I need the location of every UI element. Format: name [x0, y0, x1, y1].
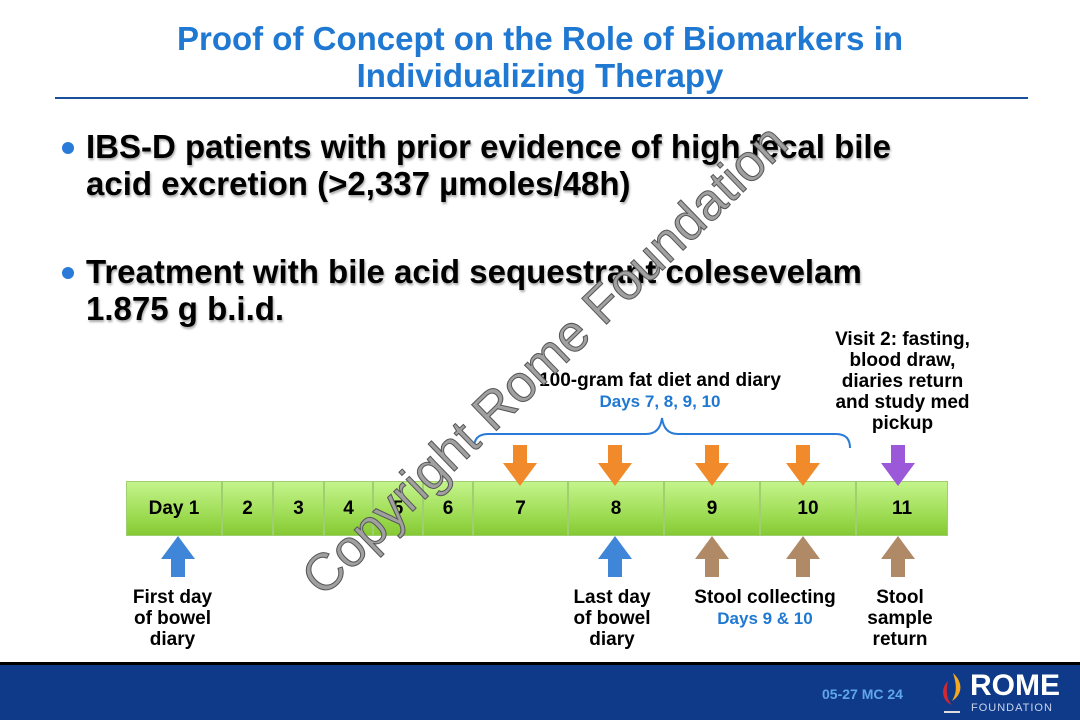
label-line: Stool — [876, 587, 924, 608]
visit2-line: Visit 2: fasting, — [835, 329, 970, 350]
logo-text: ROME — [970, 669, 1060, 702]
day-cell: 3 — [273, 481, 324, 536]
arrow-up-icon — [598, 536, 632, 577]
brace-icon — [473, 417, 851, 449]
stool-days: Days 9 & 10 — [717, 609, 813, 628]
slide-code: 05-27 MC 24 — [822, 686, 903, 702]
diet-days: Days 7, 8, 9, 10 — [599, 392, 721, 411]
arrow-down-icon — [881, 445, 915, 486]
diet-label-text: 100-gram fat diet and diary — [539, 370, 781, 391]
day-cell: 11 — [856, 481, 948, 536]
arrow-down-icon — [786, 445, 820, 486]
arrow-down-icon — [598, 445, 632, 486]
day-cell: 4 — [324, 481, 373, 536]
bullet-2-line-2: 1.875 g b.i.d. — [86, 290, 285, 327]
label-line: of bowel — [573, 608, 651, 629]
label-line: Last day — [573, 587, 651, 608]
label-line: First day — [132, 587, 213, 608]
label-line: of bowel — [133, 608, 212, 629]
bullet-2: Treatment with bile acid sequestrant col… — [62, 253, 862, 327]
arrow-down-icon — [503, 445, 537, 486]
title-divider — [55, 97, 1028, 99]
day-cell: 2 — [222, 481, 273, 536]
bullet-dot-icon — [62, 267, 74, 279]
arrow-up-icon — [881, 536, 915, 577]
visit2-label: Visit 2: fasting,blood draw,diaries retu… — [815, 329, 990, 434]
logo-subtext: FOUNDATION — [971, 702, 1053, 714]
label-line: Stool collecting — [694, 587, 836, 608]
visit2-line: and study med — [835, 392, 970, 413]
bullet-1-line-1: IBS-D patients with prior evidence of hi… — [86, 128, 891, 165]
label-line: diary — [589, 629, 635, 650]
bullet-dot-icon — [62, 142, 74, 154]
arrow-up-icon — [161, 536, 195, 577]
day-cell: Day 1 — [126, 481, 222, 536]
day-cell: 5 — [373, 481, 423, 536]
day-cell: 8 — [568, 481, 664, 536]
title-line-2: Individualizing Therapy — [356, 57, 724, 94]
arrow-up-icon — [695, 536, 729, 577]
label-line: sample — [867, 608, 933, 629]
rome-flame-icon — [943, 673, 961, 713]
arrow-down-icon — [695, 445, 729, 486]
day-cell: 10 — [760, 481, 856, 536]
visit2-line: diaries return — [841, 371, 964, 392]
footer: 05-27 MC 24 ROME FOUNDATION — [0, 662, 1080, 720]
label-line: diary — [149, 629, 196, 650]
day-cell: 9 — [664, 481, 760, 536]
day-cell: 7 — [473, 481, 568, 536]
visit2-line: blood draw, — [849, 350, 956, 371]
bullet-1-line-2: acid excretion (>2,337 µmoles/48h) — [86, 165, 631, 202]
bullet-1: IBS-D patients with prior evidence of hi… — [62, 128, 891, 202]
label-line: return — [872, 629, 928, 650]
slide-title: Proof of Concept on the Role of Biomarke… — [0, 20, 1080, 94]
bullet-2-line-1: Treatment with bile acid sequestrant col… — [86, 253, 862, 290]
title-line-1: Proof of Concept on the Role of Biomarke… — [176, 20, 904, 57]
visit2-line: pickup — [871, 413, 934, 434]
arrow-up-icon — [786, 536, 820, 577]
day-cell: 6 — [423, 481, 473, 536]
